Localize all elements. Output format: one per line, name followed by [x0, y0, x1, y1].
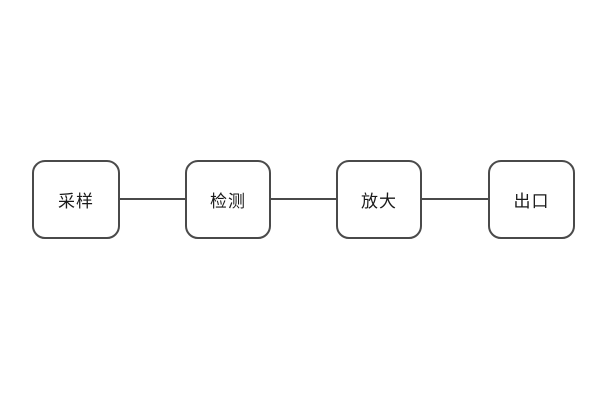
- flow-node-label: 放大: [361, 192, 397, 211]
- flow-node-outlet: 出口: [488, 160, 575, 239]
- flow-node-label: 采样: [58, 192, 94, 211]
- flow-node-sampling: 采样: [32, 160, 120, 239]
- connector-line-detection-amplification: [271, 198, 336, 200]
- flow-node-amplification: 放大: [336, 160, 422, 239]
- flow-node-label: 出口: [513, 192, 550, 211]
- flow-node-detection: 检测: [185, 160, 271, 239]
- flow-node-label: 检测: [210, 192, 246, 211]
- connector-line-amplification-outlet: [422, 198, 488, 200]
- connector-line-sampling-detection: [120, 198, 185, 200]
